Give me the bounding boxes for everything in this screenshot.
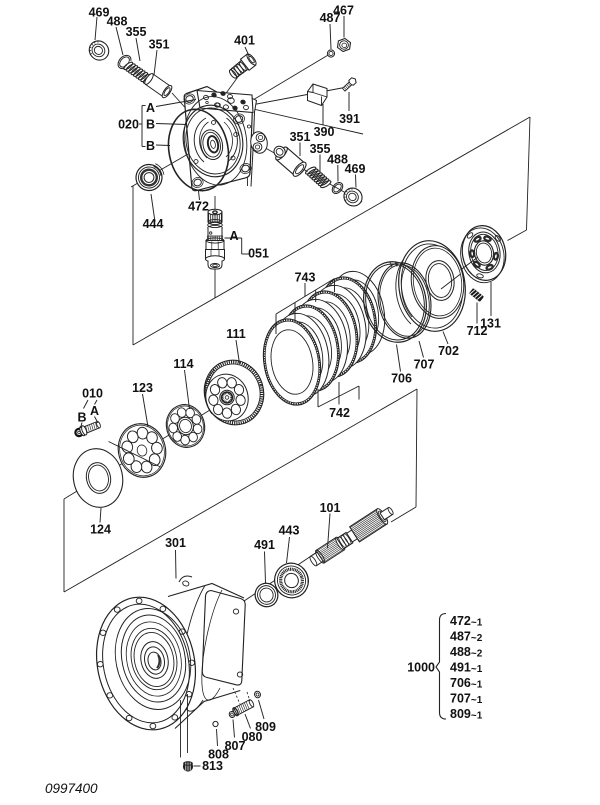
svg-text:B: B [146,118,155,132]
svg-text:813: 813 [202,759,223,773]
svg-text:469: 469 [345,162,366,176]
svg-text:488: 488 [107,15,128,29]
svg-text:351: 351 [149,38,170,52]
svg-text:A: A [146,101,155,115]
svg-text:391: 391 [339,112,360,126]
svg-text:351: 351 [290,130,311,144]
svg-text:020: 020 [118,118,139,132]
svg-text:A: A [90,404,99,418]
svg-text:472: 472 [188,200,209,214]
svg-text:051: 051 [248,247,269,261]
svg-text:114: 114 [173,357,193,371]
svg-text:B: B [77,411,86,425]
svg-text:301: 301 [165,536,186,550]
svg-text:712: 712 [467,324,488,338]
svg-text:101: 101 [320,501,341,515]
svg-text:111: 111 [226,327,246,341]
svg-text:702: 702 [438,344,459,358]
svg-text:124: 124 [90,523,111,537]
svg-text:401: 401 [234,34,255,48]
svg-text:123: 123 [132,381,153,395]
svg-text:390: 390 [314,125,335,139]
svg-text:742: 742 [329,406,350,420]
svg-text:809: 809 [255,720,276,734]
svg-text:A: A [229,229,238,243]
svg-text:355: 355 [126,25,147,39]
svg-text:B: B [146,139,155,153]
svg-text:491: 491 [254,538,275,552]
svg-text:010: 010 [82,387,103,401]
svg-text:467: 467 [333,4,354,18]
svg-text:1000: 1000 [407,661,435,675]
svg-text:706: 706 [391,372,412,386]
svg-text:707: 707 [414,358,435,372]
svg-text:443: 443 [279,524,300,538]
svg-text:0997400: 0997400 [45,781,98,796]
svg-text:444: 444 [143,217,164,231]
svg-text:743: 743 [295,271,316,285]
